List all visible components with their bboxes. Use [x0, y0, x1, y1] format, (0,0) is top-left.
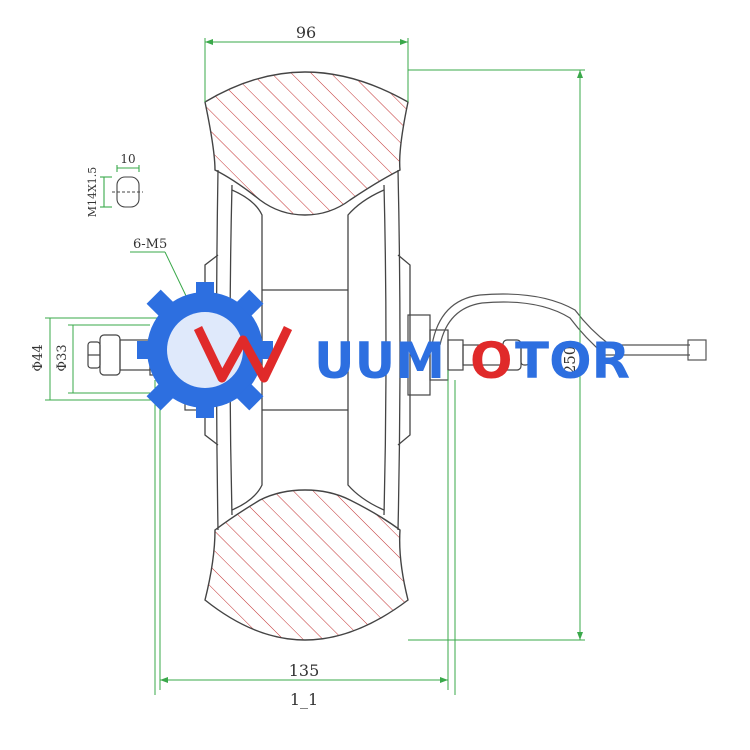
dim-flat: 10	[120, 152, 135, 166]
dim-holes: 6-M5	[133, 237, 167, 252]
tire-top-section	[204, 71, 409, 216]
dimension-arrows	[160, 39, 583, 683]
motor-cable	[431, 293, 707, 361]
dim-top-width: 96	[296, 23, 316, 42]
dim-phi33: Φ33	[55, 344, 70, 371]
dim-bolt-spec: M14X1.5	[86, 167, 99, 218]
dimension-lines	[45, 38, 585, 695]
tire-bottom-section	[204, 489, 409, 641]
dim-bottom-partial: 1_1	[290, 690, 318, 709]
bolt-detail	[100, 165, 143, 208]
brand-text-primary: UUM	[314, 332, 445, 390]
brand-text-red: O	[470, 332, 513, 390]
dim-phi44: Φ44	[31, 344, 46, 371]
logo-mark-icon	[193, 326, 293, 383]
dim-bottom-135: 135	[289, 661, 320, 680]
dim-right-diameter: 250	[561, 346, 579, 375]
axle-right	[407, 314, 530, 396]
brand-text-secondary: TOR	[515, 332, 630, 390]
